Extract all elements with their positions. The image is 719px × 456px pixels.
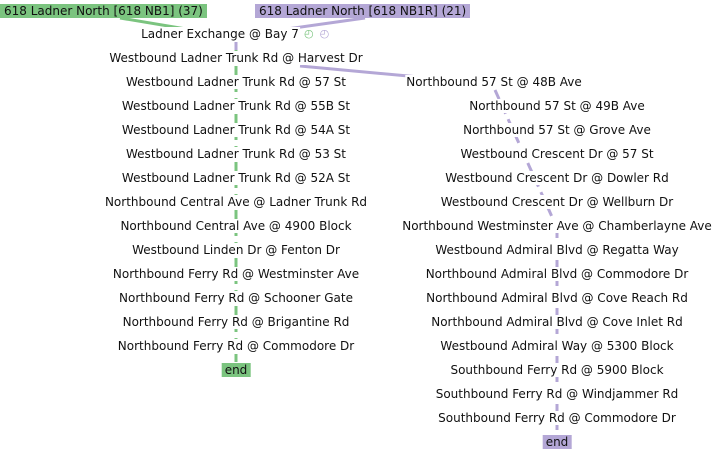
stop-label-nb1: Westbound Ladner Trunk Rd @ Harvest Dr: [108, 51, 364, 65]
stop-label-nb1r: Southbound Ferry Rd @ Commodore Dr: [437, 411, 677, 425]
stop-label-nb1r: Northbound Westminster Ave @ Chamberlayn…: [401, 219, 713, 233]
stop-label-nb1r: Westbound Crescent Dr @ Wellburn Dr: [439, 195, 675, 209]
stop-label-nb1: Westbound Ladner Trunk Rd @ 55B St: [120, 99, 352, 113]
stop-label-nb1: Westbound Ladner Trunk Rd @ 54A St: [120, 123, 352, 137]
stop-label-nb1: Northbound Ferry Rd @ Commodore Dr: [116, 339, 356, 353]
stop-label-nb1: Northbound Central Ave @ 4900 Block: [119, 219, 353, 233]
stop-label-nb1r: Northbound Admiral Blvd @ Cove Inlet Rd: [430, 315, 684, 329]
stop-label-nb1: Westbound Linden Dr @ Fenton Dr: [131, 243, 341, 257]
stop-label-nb1r: Westbound Admiral Way @ 5300 Block: [439, 339, 675, 353]
stop-label-nb1r: Northbound 57 St @ Grove Ave: [462, 123, 652, 137]
stop-label-nb1: Northbound Ferry Rd @ Westminster Ave: [111, 267, 361, 281]
stop-label-nb1r: Westbound Crescent Dr @ Dowler Rd: [444, 171, 670, 185]
end-badge-nb1: end: [221, 363, 251, 377]
stop-label-nb1r: Northbound Admiral Blvd @ Cove Reach Rd: [425, 291, 689, 305]
stop-label-nb1: Westbound Ladner Trunk Rd @ 52A St: [120, 171, 352, 185]
route-badge-nb1: 618 Ladner North [618 NB1] (37): [0, 4, 207, 18]
stop-label-nb1: Northbound Central Ave @ Ladner Trunk Rd: [103, 195, 369, 209]
stop-label-nb1r: Northbound Admiral Blvd @ Commodore Dr: [424, 267, 690, 281]
stop-label-nb1: Westbound Ladner Trunk Rd @ 57 St: [125, 75, 347, 89]
nb1r-diagonal-line: [493, 89, 559, 229]
stop-label-nb1r: Northbound 57 St @ 48B Ave: [405, 75, 583, 89]
stop-label-nb1: Northbound Ferry Rd @ Brigantine Rd: [121, 315, 351, 329]
end-badge-nb1r: end: [542, 435, 572, 449]
shared-stop-icons: ◴◴: [304, 28, 335, 40]
clock-icon: ◴: [304, 27, 314, 40]
stop-label-nb1: Northbound Ferry Rd @ Schooner Gate: [118, 291, 354, 305]
stop-label-nb1r: Westbound Admiral Blvd @ Regatta Way: [434, 243, 680, 257]
stop-label-nb1r: Northbound 57 St @ 49B Ave: [468, 99, 646, 113]
route-badge-nb1r: 618 Ladner North [618 NB1R] (21): [255, 4, 471, 18]
stop-label-nb1r: Westbound Crescent Dr @ 57 St: [459, 147, 655, 161]
stop-label-nb1r: Southbound Ferry Rd @ 5900 Block: [449, 363, 665, 377]
shared-stop-label: Ladner Exchange @ Bay 7: [140, 27, 300, 41]
clock-icon: ◴: [319, 27, 330, 40]
stop-label-nb1: Westbound Ladner Trunk Rd @ 53 St: [125, 147, 347, 161]
stop-label-nb1r: Southbound Ferry Rd @ Windjammer Rd: [434, 387, 680, 401]
